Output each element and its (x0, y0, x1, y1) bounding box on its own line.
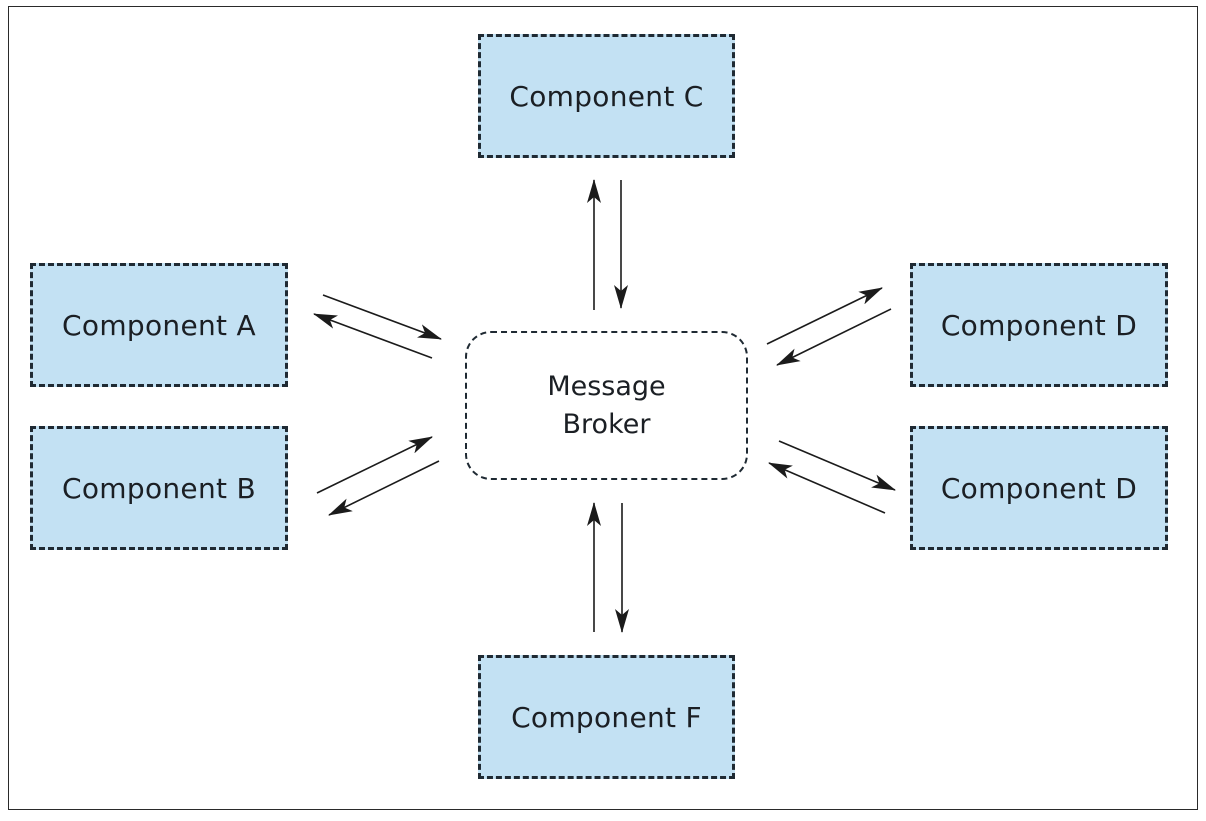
component-d-top-box: Component D (910, 263, 1168, 387)
component-f-box: Component F (478, 655, 735, 779)
component-a-label: Component A (62, 308, 256, 342)
arrow-b-to-broker (316, 436, 433, 494)
component-a-box: Component A (30, 263, 288, 387)
message-broker-box: Message Broker (465, 331, 748, 480)
arrow-broker-to-a (313, 313, 433, 359)
arrow-d-bottom-to-broker (768, 462, 886, 514)
arrow-d-top-to-broker (776, 308, 892, 366)
message-broker-label-line2: Broker (562, 408, 651, 440)
component-b-box: Component B (30, 426, 288, 550)
arrow-broker-to-b (328, 460, 440, 516)
component-b-label: Component B (62, 471, 256, 505)
arrow-broker-to-d-bottom (778, 440, 896, 491)
component-f-label: Component F (511, 700, 702, 734)
component-d-bottom-box: Component D (910, 426, 1168, 550)
message-broker-label-line1: Message (547, 370, 666, 402)
arrow-a-to-broker (322, 294, 442, 340)
component-d-bottom-label: Component D (940, 471, 1138, 505)
arrow-broker-to-d-top (766, 287, 883, 345)
component-d-top-label: Component D (940, 308, 1138, 342)
component-c-box: Component C (478, 34, 735, 158)
component-c-label: Component C (509, 79, 704, 113)
